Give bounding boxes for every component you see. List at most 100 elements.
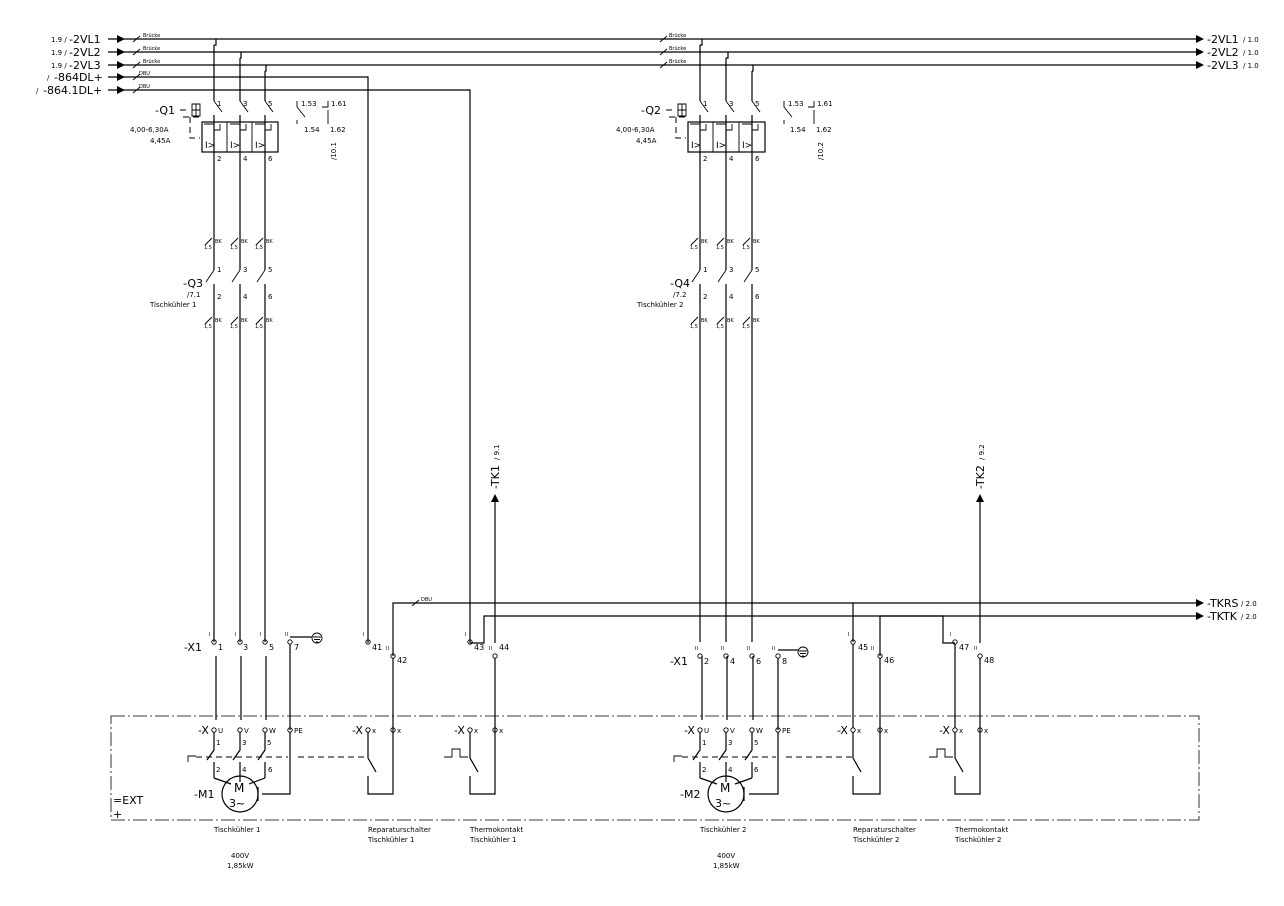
terminal-name: x — [499, 727, 503, 735]
trip-symbol: I> — [205, 141, 215, 151]
device-title: Reparaturschalter — [853, 826, 916, 834]
terminal-name: x — [857, 727, 861, 735]
pole-number: 4 — [729, 293, 734, 301]
terminal-name: x — [397, 727, 401, 735]
bridge-label: Brücke — [669, 33, 686, 39]
terminal-number: 47 — [959, 643, 969, 652]
incoming-name: -2VL3 — [69, 59, 101, 72]
device-x-tag: -X — [198, 724, 209, 737]
wire-cross-section: 1,5 — [716, 324, 724, 330]
ground-icon — [311, 632, 323, 644]
outgoing-ref: / 2.0 — [1241, 613, 1257, 621]
device-x-tag: -X — [352, 724, 363, 737]
pole-number: 5 — [268, 266, 272, 274]
wire-cross-section: 1,5 — [230, 245, 238, 251]
outgoing-ref: / 2.0 — [1241, 600, 1257, 608]
pole-number: 3 — [243, 266, 247, 274]
motor-tag: -M1 — [194, 788, 214, 801]
pole-number: 3 — [243, 100, 247, 108]
terminal-number: 8 — [782, 657, 787, 666]
bridge-label: Brücke — [143, 33, 160, 39]
motor-m1-icon: M 3~ — [221, 775, 259, 813]
motor-voltage: 400V — [231, 852, 249, 860]
ext-label: =EXT — [113, 794, 144, 807]
ext-frame: =EXT + — [110, 715, 1200, 821]
pole-number: 3 — [729, 100, 733, 108]
wire-number: 6 — [754, 766, 759, 774]
breaker-setting: 4,45A — [150, 137, 171, 145]
outgoing-labels: -2VL1 / 1.0 -2VL2 / 1.0 -2VL3 / 1.0 -TKR… — [1207, 33, 1259, 623]
wire-color: BK — [241, 239, 248, 245]
device-x-tag: -X — [684, 724, 695, 737]
terminal-name: V — [730, 727, 735, 735]
terminal-mark: II — [386, 646, 389, 652]
terminal-name: x — [984, 727, 988, 735]
pole-number: 1 — [217, 100, 221, 108]
terminal-mark: I — [363, 632, 364, 638]
cross-ref: / 9.2 — [978, 444, 986, 460]
motor-phase: 3~ — [715, 797, 731, 810]
wire-cross-section: 1,5 — [255, 245, 263, 251]
outgoing-name: -2VL1 — [1207, 33, 1239, 46]
branch-2: 1 3 5 I> I> I> 2 4 6 -Q2 4,00-6,30A 4,45… — [616, 45, 1008, 870]
outgoing-ref: / 1.0 — [1243, 62, 1259, 70]
terminal-name: U — [704, 727, 709, 735]
wire-cross-section: 1,5 — [204, 324, 212, 330]
outgoing-ref: / 1.0 — [1243, 36, 1259, 44]
incoming-name: -864.1DL+ — [43, 84, 102, 97]
ext-plus: + — [113, 808, 122, 821]
aux-number: 1.62 — [330, 126, 346, 134]
bridge-label: Brücke — [143, 59, 160, 65]
terminal-strip-x1-b: -X1 2 4 6 8 45 46 47 48 II II II II I II… — [670, 632, 994, 730]
contactor-desc: Tischkühler 1 — [149, 301, 196, 309]
terminal-mark: I — [465, 632, 466, 638]
wire-number: 4 — [728, 766, 733, 774]
aux-number: 1.53 — [788, 100, 804, 108]
terminal-number: 6 — [756, 657, 761, 666]
incoming-labels: 1.9 / -2VL1 1.9 / -2VL2 1.9 / -2VL3 / -8… — [36, 33, 686, 97]
terminal-number: 3 — [243, 643, 248, 652]
terminal-mark: II — [974, 646, 977, 652]
trip-symbol: I> — [255, 141, 265, 151]
device-x-tag: -X — [454, 724, 465, 737]
terminal-number: 43 — [474, 643, 484, 652]
incoming-name: -2VL2 — [69, 46, 101, 59]
outgoing-name: -2VL3 — [1207, 59, 1239, 72]
manual-actuator-icon — [180, 103, 201, 117]
pole-number: 4 — [243, 155, 248, 163]
aux-number: 1.61 — [817, 100, 833, 108]
trip-symbol: I> — [691, 141, 701, 151]
cross-ref: /7.1 — [187, 291, 201, 299]
device-tag: -Q1 — [155, 104, 175, 117]
motor-power: 1,85kW — [713, 862, 740, 870]
aux-number: 1.53 — [301, 100, 317, 108]
cross-ref: / 9.1 — [493, 444, 501, 460]
wire-number: 3 — [728, 739, 732, 747]
terminal-name: W — [269, 727, 276, 735]
wire-color: BK — [266, 239, 273, 245]
cross-ref: /7.2 — [673, 291, 687, 299]
wire-color: BK — [215, 239, 222, 245]
wire-number: 4 — [242, 766, 247, 774]
bridge-label: Brücke — [669, 59, 686, 65]
terminal-name: x — [474, 727, 478, 735]
breaker-body — [201, 121, 279, 153]
breaker-range: 4,00-6,30A — [616, 126, 655, 134]
terminal-mark: I — [235, 632, 236, 638]
pole-number: 1 — [217, 266, 221, 274]
device-subtitle: Tischkühler 1 — [469, 836, 516, 844]
outgoing-ref: / 1.0 — [1243, 49, 1259, 57]
terminal-name: V — [244, 727, 249, 735]
device-tag: -Q2 — [641, 104, 661, 117]
thermo-icon — [444, 748, 468, 758]
terminal-mark: I — [848, 632, 849, 638]
wire-color: BK — [727, 239, 734, 245]
terminal-number: 7 — [294, 643, 299, 652]
pole-number: 5 — [755, 100, 759, 108]
motor-power: 1,85kW — [227, 862, 254, 870]
motor-voltage: 400V — [717, 852, 735, 860]
device-x-tag: -X — [837, 724, 848, 737]
trip-symbol: I> — [742, 141, 752, 151]
device-subtitle: Tischkühler 2 — [954, 836, 1001, 844]
